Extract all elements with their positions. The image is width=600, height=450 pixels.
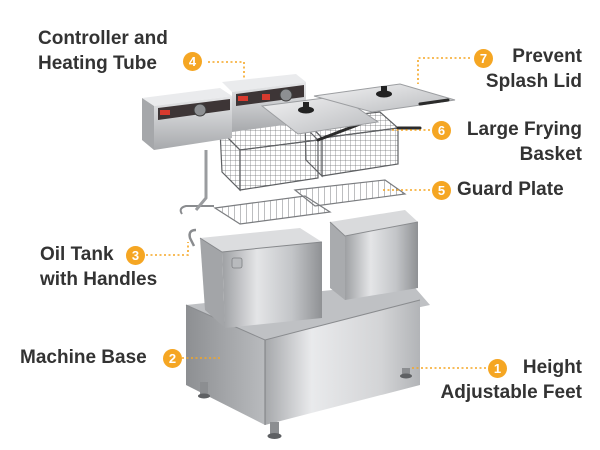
label-line: Controller and <box>38 28 168 49</box>
oil-tank-left <box>188 228 323 328</box>
leader-line-4 <box>208 61 245 80</box>
adjustable-feet <box>198 368 412 439</box>
leader-line-7 <box>417 57 470 84</box>
label-line: Splash Lid <box>485 71 582 92</box>
badge-3: 3 <box>126 246 145 265</box>
label-line: Prevent <box>512 46 582 67</box>
label-line: Adjustable Feet <box>440 382 582 403</box>
leader-lines <box>146 57 486 369</box>
leader-line-3 <box>146 242 189 256</box>
splash-lid <box>260 83 456 135</box>
badge-1: 1 <box>488 359 507 378</box>
guard-plate <box>179 179 407 225</box>
label-guard-plate: Guard Plate <box>457 177 564 202</box>
label-prevent-splash-lid: Prevent Splash Lid <box>486 44 582 94</box>
badge-6: 6 <box>432 121 451 140</box>
label-line: Machine Base <box>20 347 147 368</box>
label-line: Large Frying <box>466 119 582 140</box>
label-oil-tank: Oil Tank with Handles <box>40 242 157 292</box>
badge-2: 2 <box>163 349 182 368</box>
badge-5: 5 <box>432 181 451 200</box>
oil-tank-right <box>329 210 419 300</box>
label-large-frying-basket: Large Frying Basket <box>467 117 582 167</box>
label-line: Guard Plate <box>457 179 564 200</box>
label-machine-base: Machine Base <box>20 345 147 370</box>
label-line: with Handles <box>40 269 158 290</box>
label-controller-heating-tube: Controller and Heating Tube <box>38 26 168 76</box>
badge-4: 4 <box>183 52 202 71</box>
label-height-adjustable-feet: Height Adjustable Feet <box>441 355 582 405</box>
label-line: Basket <box>519 144 582 165</box>
label-line: Heating Tube <box>38 53 157 74</box>
label-line: Oil Tank <box>40 244 114 265</box>
label-line: Height <box>522 357 582 378</box>
badge-7: 7 <box>474 49 493 68</box>
